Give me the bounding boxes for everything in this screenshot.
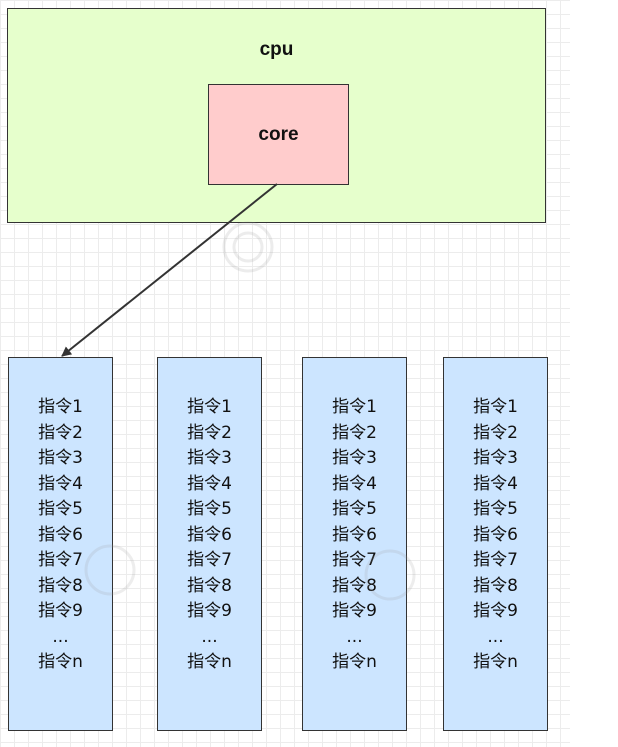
instruction-item: 指令6 [187, 524, 232, 545]
instruction-item: 指令n [473, 652, 518, 672]
instruction-item: 指令2 [473, 422, 518, 443]
instruction-item: 指令4 [473, 473, 518, 494]
instruction-item: 指令3 [38, 448, 83, 468]
instruction-item: 指令n [332, 652, 377, 672]
instruction-item: 指令3 [473, 448, 518, 468]
instruction-item: ... [487, 626, 504, 647]
instruction-item: 指令5 [473, 499, 518, 519]
instruction-item: 指令7 [38, 550, 83, 570]
instruction-item: 指令n [187, 652, 232, 672]
cpu-box: cpu core [7, 8, 546, 223]
instruction-item: 指令4 [187, 473, 232, 494]
instruction-item: 指令3 [332, 448, 377, 468]
instruction-item: 指令8 [332, 575, 377, 596]
instruction-column-3: 指令1 指令2 指令3 指令4 指令5 指令6 指令7 指令8 指令9 ... … [302, 357, 407, 731]
instruction-item: 指令n [38, 652, 83, 672]
instruction-item: 指令1 [473, 397, 518, 417]
instruction-item: 指令1 [332, 397, 377, 417]
instruction-item: 指令2 [332, 422, 377, 443]
instruction-item: 指令9 [332, 601, 377, 621]
instruction-item: 指令7 [473, 550, 518, 570]
instruction-item: 指令2 [187, 422, 232, 443]
instruction-item: 指令9 [187, 601, 232, 621]
instruction-item: 指令8 [187, 575, 232, 596]
instruction-item: ... [346, 626, 363, 647]
instruction-item: 指令8 [38, 575, 83, 596]
core-label: core [258, 123, 299, 145]
instruction-item: ... [52, 626, 69, 647]
canvas-margin [570, 0, 618, 747]
instruction-item: 指令4 [332, 473, 377, 494]
instruction-item: 指令7 [332, 550, 377, 570]
instruction-item: 指令6 [473, 524, 518, 545]
instruction-column-2: 指令1 指令2 指令3 指令4 指令5 指令6 指令7 指令8 指令9 ... … [157, 357, 262, 731]
instruction-item: 指令8 [473, 575, 518, 596]
instruction-item: 指令3 [187, 448, 232, 468]
instruction-item: 指令6 [38, 524, 83, 545]
instruction-item: 指令9 [473, 601, 518, 621]
instruction-item: 指令5 [187, 499, 232, 519]
instruction-item: 指令4 [38, 473, 83, 494]
instruction-column-4: 指令1 指令2 指令3 指令4 指令5 指令6 指令7 指令8 指令9 ... … [443, 357, 548, 731]
instruction-item: 指令7 [187, 550, 232, 570]
instruction-item: 指令1 [187, 397, 232, 417]
cpu-label: cpu [259, 39, 294, 60]
instruction-item: ... [201, 626, 218, 647]
core-box: core [208, 84, 349, 185]
instruction-item: 指令5 [332, 499, 377, 519]
instruction-item: 指令9 [38, 601, 83, 621]
instruction-item: 指令2 [38, 422, 83, 443]
instruction-item: 指令1 [38, 397, 83, 417]
instruction-item: 指令6 [332, 524, 377, 545]
instruction-column-1: 指令1 指令2 指令3 指令4 指令5 指令6 指令7 指令8 指令9 ... … [8, 357, 113, 731]
instruction-item: 指令5 [38, 499, 83, 519]
